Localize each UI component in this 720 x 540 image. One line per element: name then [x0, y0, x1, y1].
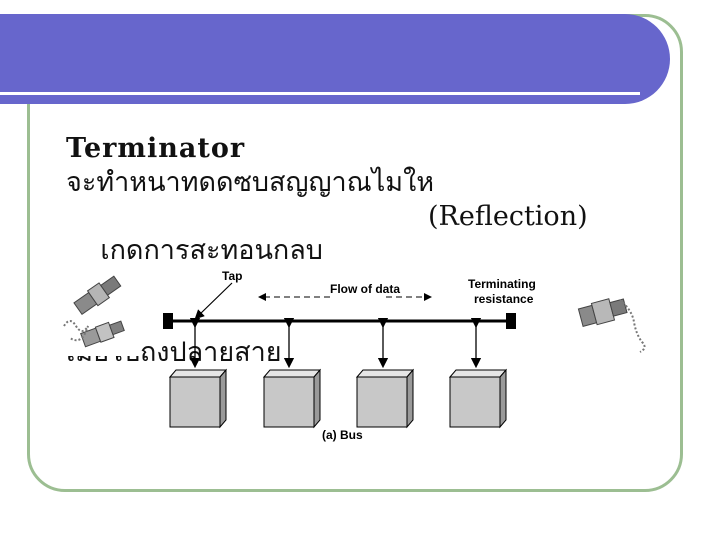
body-line-1: จะทำหนาทดดซบสญญาณไมให: [66, 167, 435, 198]
drop-lines: [189, 317, 482, 369]
reflection-term: (Reflection): [428, 201, 588, 232]
terminating-label: Terminating: [468, 277, 536, 291]
station-1: [168, 368, 228, 429]
title-banner: [0, 14, 670, 104]
bus-caption: (a) Bus: [322, 428, 363, 442]
banner-divider: [0, 92, 640, 95]
terminator-left: [163, 313, 173, 329]
station-3: [355, 368, 415, 429]
slide-title: Terminator: [66, 133, 246, 164]
tap-pointer: [194, 282, 233, 320]
tap-label: Tap: [222, 269, 242, 283]
terminator-right: [506, 313, 516, 329]
slide-body: Terminator จะทำหนาทดดซบสญญาณไมให เกดการส…: [66, 132, 646, 370]
body-line-2: เกดการสะทอนกลบ (Reflection): [66, 200, 646, 336]
terminator-photo-right: [566, 272, 652, 353]
terminator-photo-left: [58, 274, 140, 356]
station-2: [262, 368, 322, 429]
station-4: [448, 368, 508, 429]
resistance-label: resistance: [474, 292, 534, 306]
body-line-2-thai: เกดการสะทอนกลบ: [100, 235, 323, 266]
flow-label: Flow of data: [330, 282, 400, 296]
